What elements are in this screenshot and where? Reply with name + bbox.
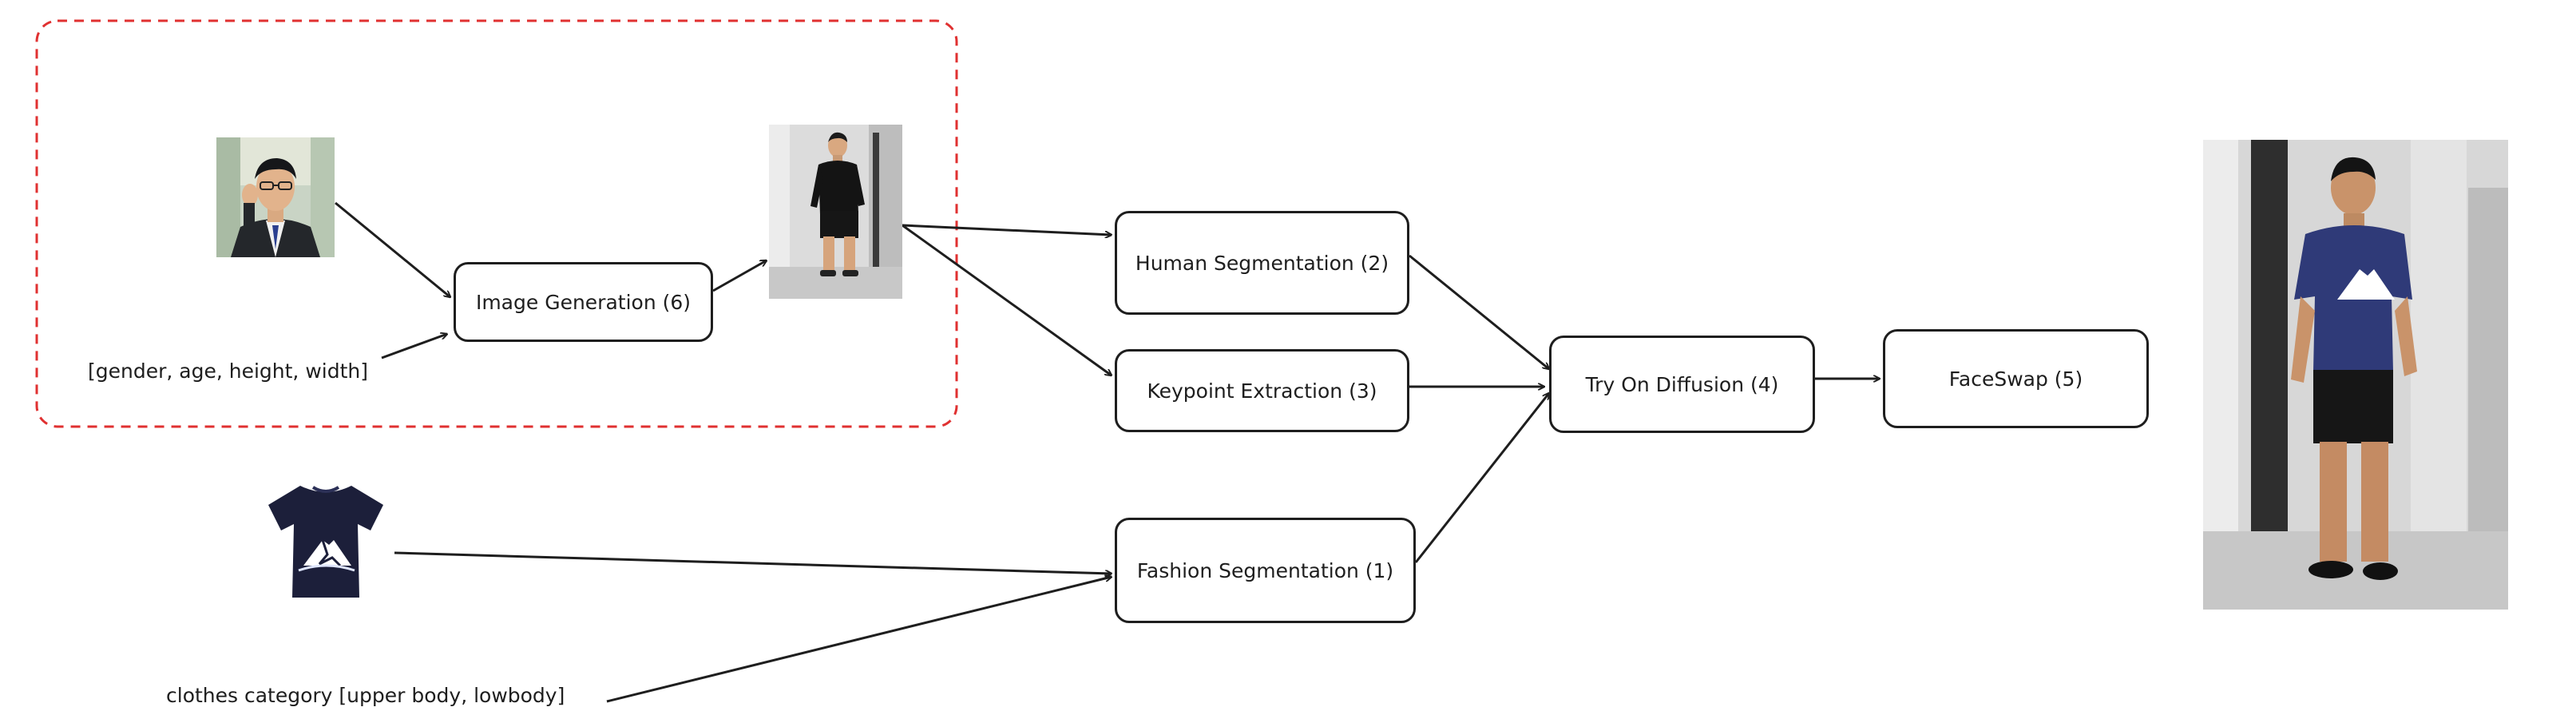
arrow-face-to-generation	[335, 201, 450, 297]
tshirt-photo	[264, 481, 388, 601]
output-photo	[2203, 140, 2508, 610]
image-generation-group	[35, 19, 958, 428]
human-segmentation-node[interactable]: Human Segmentation (2)	[1115, 211, 1409, 315]
faceswap-node[interactable]: FaceSwap (5)	[1883, 329, 2149, 428]
arrow-attributes-to-generation	[381, 334, 447, 360]
attributes-label: [gender, age, height, width]	[88, 360, 368, 383]
fashion-segmentation-node[interactable]: Fashion Segmentation (1)	[1115, 518, 1416, 623]
clothes-category-label: clothes category [upper body, lowbody]	[166, 684, 565, 707]
arrow-body-to-human-seg	[902, 224, 1112, 235]
portrait-photo	[216, 137, 335, 257]
arrow-body-to-keypoint	[902, 224, 1112, 375]
keypoint-extraction-node[interactable]: Keypoint Extraction (3)	[1115, 349, 1409, 432]
generated-body-photo	[769, 125, 902, 299]
arrow-category-to-fashion-seg	[606, 577, 1112, 703]
arrow-tshirt-to-fashion-seg	[394, 551, 1112, 574]
try-on-diffusion-node[interactable]: Try On Diffusion (4)	[1549, 336, 1815, 433]
image-generation-node[interactable]: Image Generation (6)	[454, 262, 713, 342]
arrow-fashion-seg-to-tryon	[1414, 393, 1549, 563]
arrow-generation-to-body	[712, 260, 767, 292]
arrow-human-seg-to-tryon	[1409, 254, 1549, 369]
